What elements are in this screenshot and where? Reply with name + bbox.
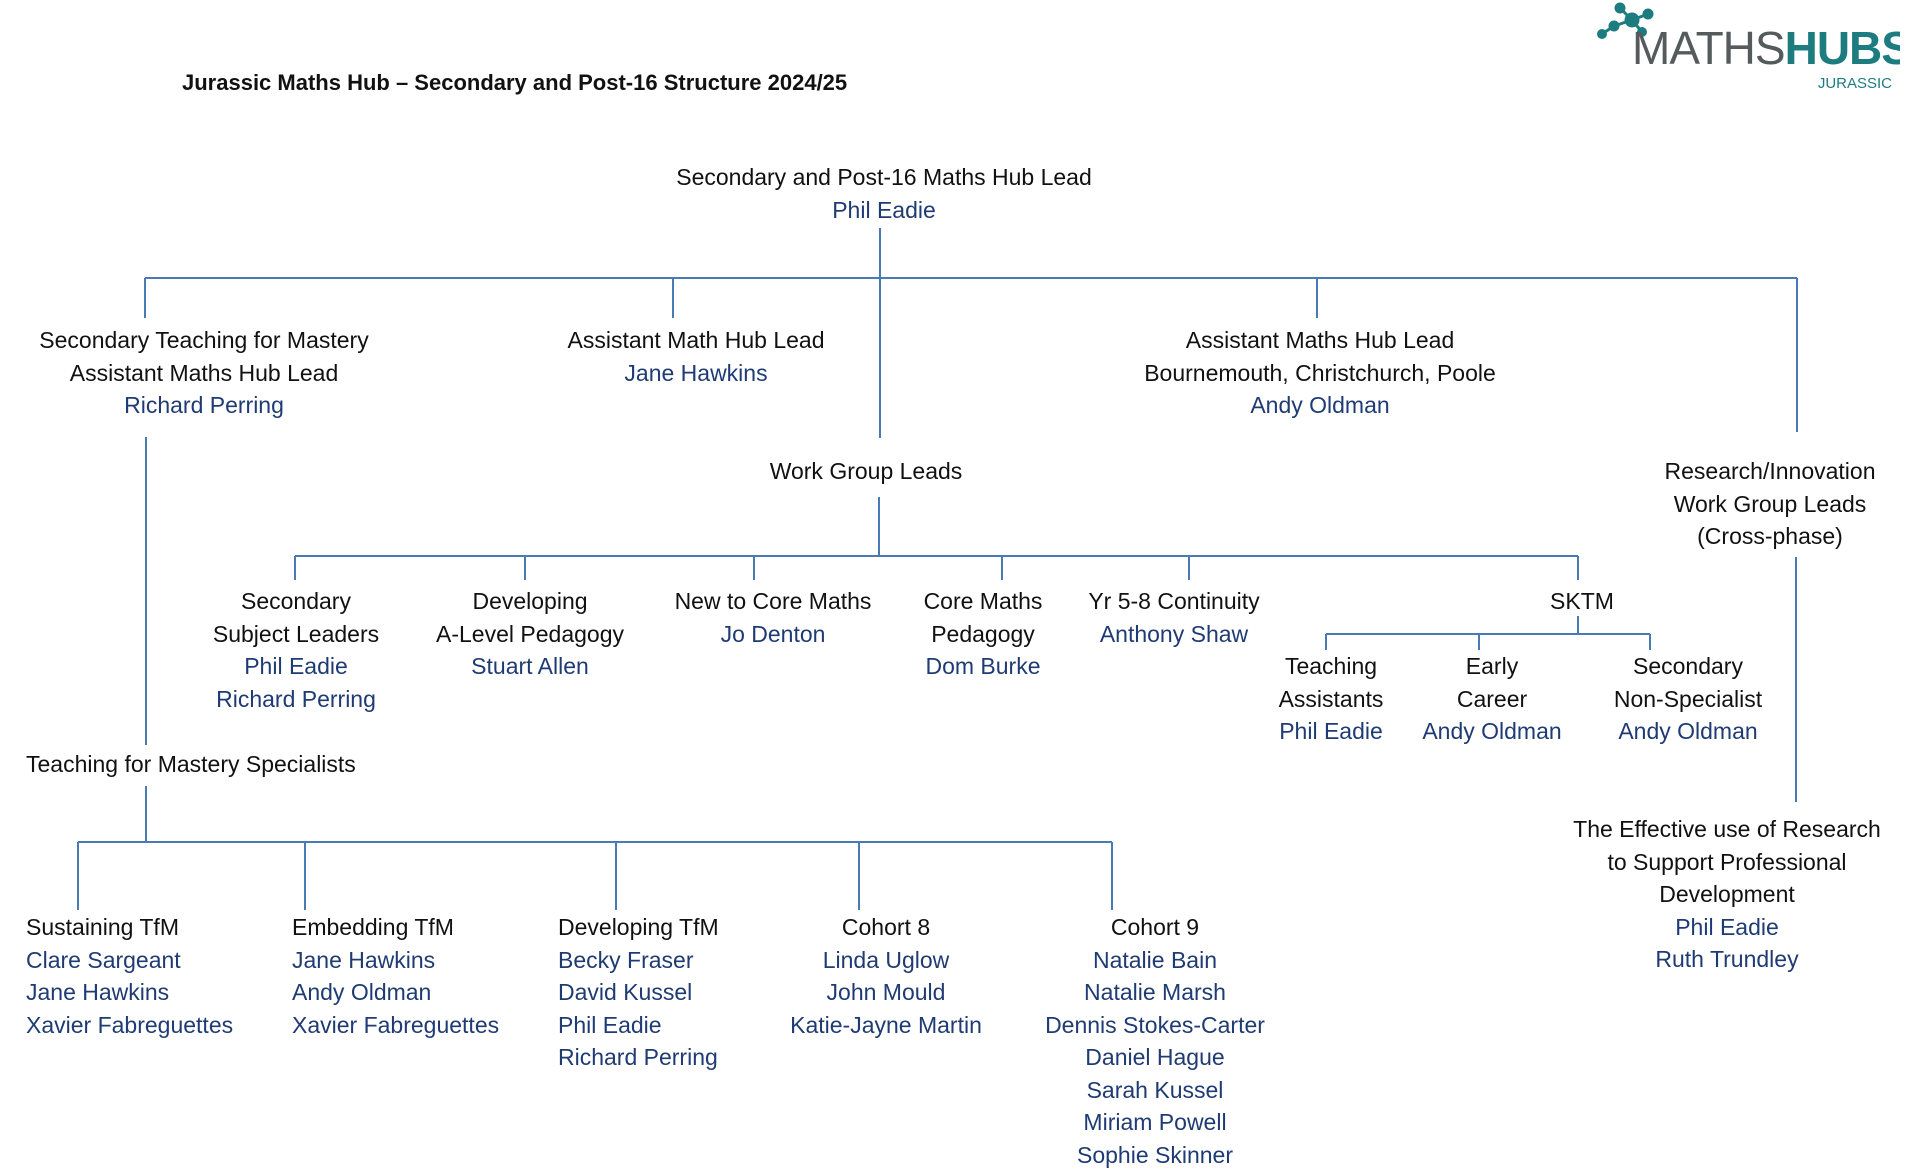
node-title-line: Subject Leaders — [213, 618, 379, 651]
node-title-line: Secondary Teaching for Mastery — [39, 324, 368, 357]
person-name: Phil Eadie — [676, 194, 1092, 227]
node-title-line: Early — [1422, 650, 1561, 683]
node-title-line: A-Level Pedagogy — [436, 618, 624, 651]
person-name: Richard Perring — [558, 1041, 719, 1074]
person-name: Phil Eadie — [558, 1009, 719, 1042]
person-name: Xavier Fabreguettes — [26, 1009, 233, 1042]
tfm-connectors — [78, 786, 1112, 910]
person-name: David Kussel — [558, 976, 719, 1009]
person-name: Stuart Allen — [436, 650, 624, 683]
node-tfm-specialists: Teaching for Mastery Specialists — [26, 748, 356, 781]
node-title-line: Assistants — [1279, 683, 1384, 716]
node-title-line: The Effective use of Research — [1573, 813, 1881, 846]
person-name: Andy Oldman — [1422, 715, 1561, 748]
person-name: Jo Denton — [675, 618, 872, 651]
node-title-line: New to Core Maths — [675, 585, 872, 618]
node-title-line: Secondary and Post-16 Maths Hub Lead — [676, 161, 1092, 194]
person-name: Becky Fraser — [558, 944, 719, 977]
person-name: Phil Eadie — [1573, 911, 1881, 944]
node-title-line: Embedding TfM — [292, 911, 499, 944]
node-title-line: Teaching for Mastery Specialists — [26, 748, 356, 781]
node-title-line: Sustaining TfM — [26, 911, 233, 944]
node-title-line: Bournemouth, Christchurch, Poole — [1144, 357, 1496, 390]
node-title-line: Assistant Math Hub Lead — [568, 324, 825, 357]
person-name: Katie-Jayne Martin — [790, 1009, 982, 1042]
person-name: Sophie Skinner — [1045, 1139, 1265, 1171]
person-name: Richard Perring — [213, 683, 379, 716]
person-name: Natalie Marsh — [1045, 976, 1265, 1009]
node-title-line: to Support Professional — [1573, 846, 1881, 879]
person-name: Jane Hawkins — [26, 976, 233, 1009]
node-title-line: Developing TfM — [558, 911, 719, 944]
sktm-connectors — [1326, 616, 1650, 650]
node-title-line: Secondary — [1614, 650, 1762, 683]
node-work-group-leads: Work Group Leads — [770, 455, 963, 488]
person-name: Ruth Trundley — [1573, 943, 1881, 976]
node-title-line: Work Group Leads — [1665, 488, 1876, 521]
work-group-connectors — [295, 497, 1578, 580]
node-title-line: Assistant Maths Hub Lead — [39, 357, 368, 390]
person-name: Daniel Hague — [1045, 1041, 1265, 1074]
person-name: Andy Oldman — [1144, 389, 1496, 422]
person-name: Sarah Kussel — [1045, 1074, 1265, 1107]
node-title-line: (Cross-phase) — [1665, 520, 1876, 553]
person-name: Clare Sargeant — [26, 944, 233, 977]
node-title-line: Cohort 8 — [790, 911, 982, 944]
person-name: John Mould — [790, 976, 982, 1009]
node-title-line: Career — [1422, 683, 1561, 716]
person-name: Phil Eadie — [1279, 715, 1384, 748]
person-name: Xavier Fabreguettes — [292, 1009, 499, 1042]
node-title-line: Yr 5-8 Continuity — [1088, 585, 1259, 618]
person-name: Miriam Powell — [1045, 1106, 1265, 1139]
person-name: Andy Oldman — [1614, 715, 1762, 748]
node-title-line: Cohort 9 — [1045, 911, 1265, 944]
node-title-line: Teaching — [1279, 650, 1384, 683]
person-name: Richard Perring — [39, 389, 368, 422]
person-name: Dennis Stokes-Carter — [1045, 1009, 1265, 1042]
node-title-line: SKTM — [1550, 585, 1614, 618]
person-name: Jane Hawkins — [568, 357, 825, 390]
node-title-line: Development — [1573, 878, 1881, 911]
person-name: Anthony Shaw — [1088, 618, 1259, 651]
person-name: Andy Oldman — [292, 976, 499, 1009]
node-title-line: Secondary — [213, 585, 379, 618]
node-title-line: Pedagogy — [924, 618, 1043, 651]
node-title-line: Work Group Leads — [770, 455, 963, 488]
person-name: Jane Hawkins — [292, 944, 499, 977]
node-title-line: Non-Specialist — [1614, 683, 1762, 716]
node-title-line: Assistant Maths Hub Lead — [1144, 324, 1496, 357]
person-name: Linda Uglow — [790, 944, 982, 977]
person-name: Phil Eadie — [213, 650, 379, 683]
top-level-connectors — [145, 228, 1797, 438]
node-title-line: Research/Innovation — [1665, 455, 1876, 488]
node-title-line: Developing — [436, 585, 624, 618]
node-title-line: Core Maths — [924, 585, 1043, 618]
person-name: Natalie Bain — [1045, 944, 1265, 977]
person-name: Dom Burke — [924, 650, 1043, 683]
node-sktm: SKTM — [1550, 585, 1614, 618]
